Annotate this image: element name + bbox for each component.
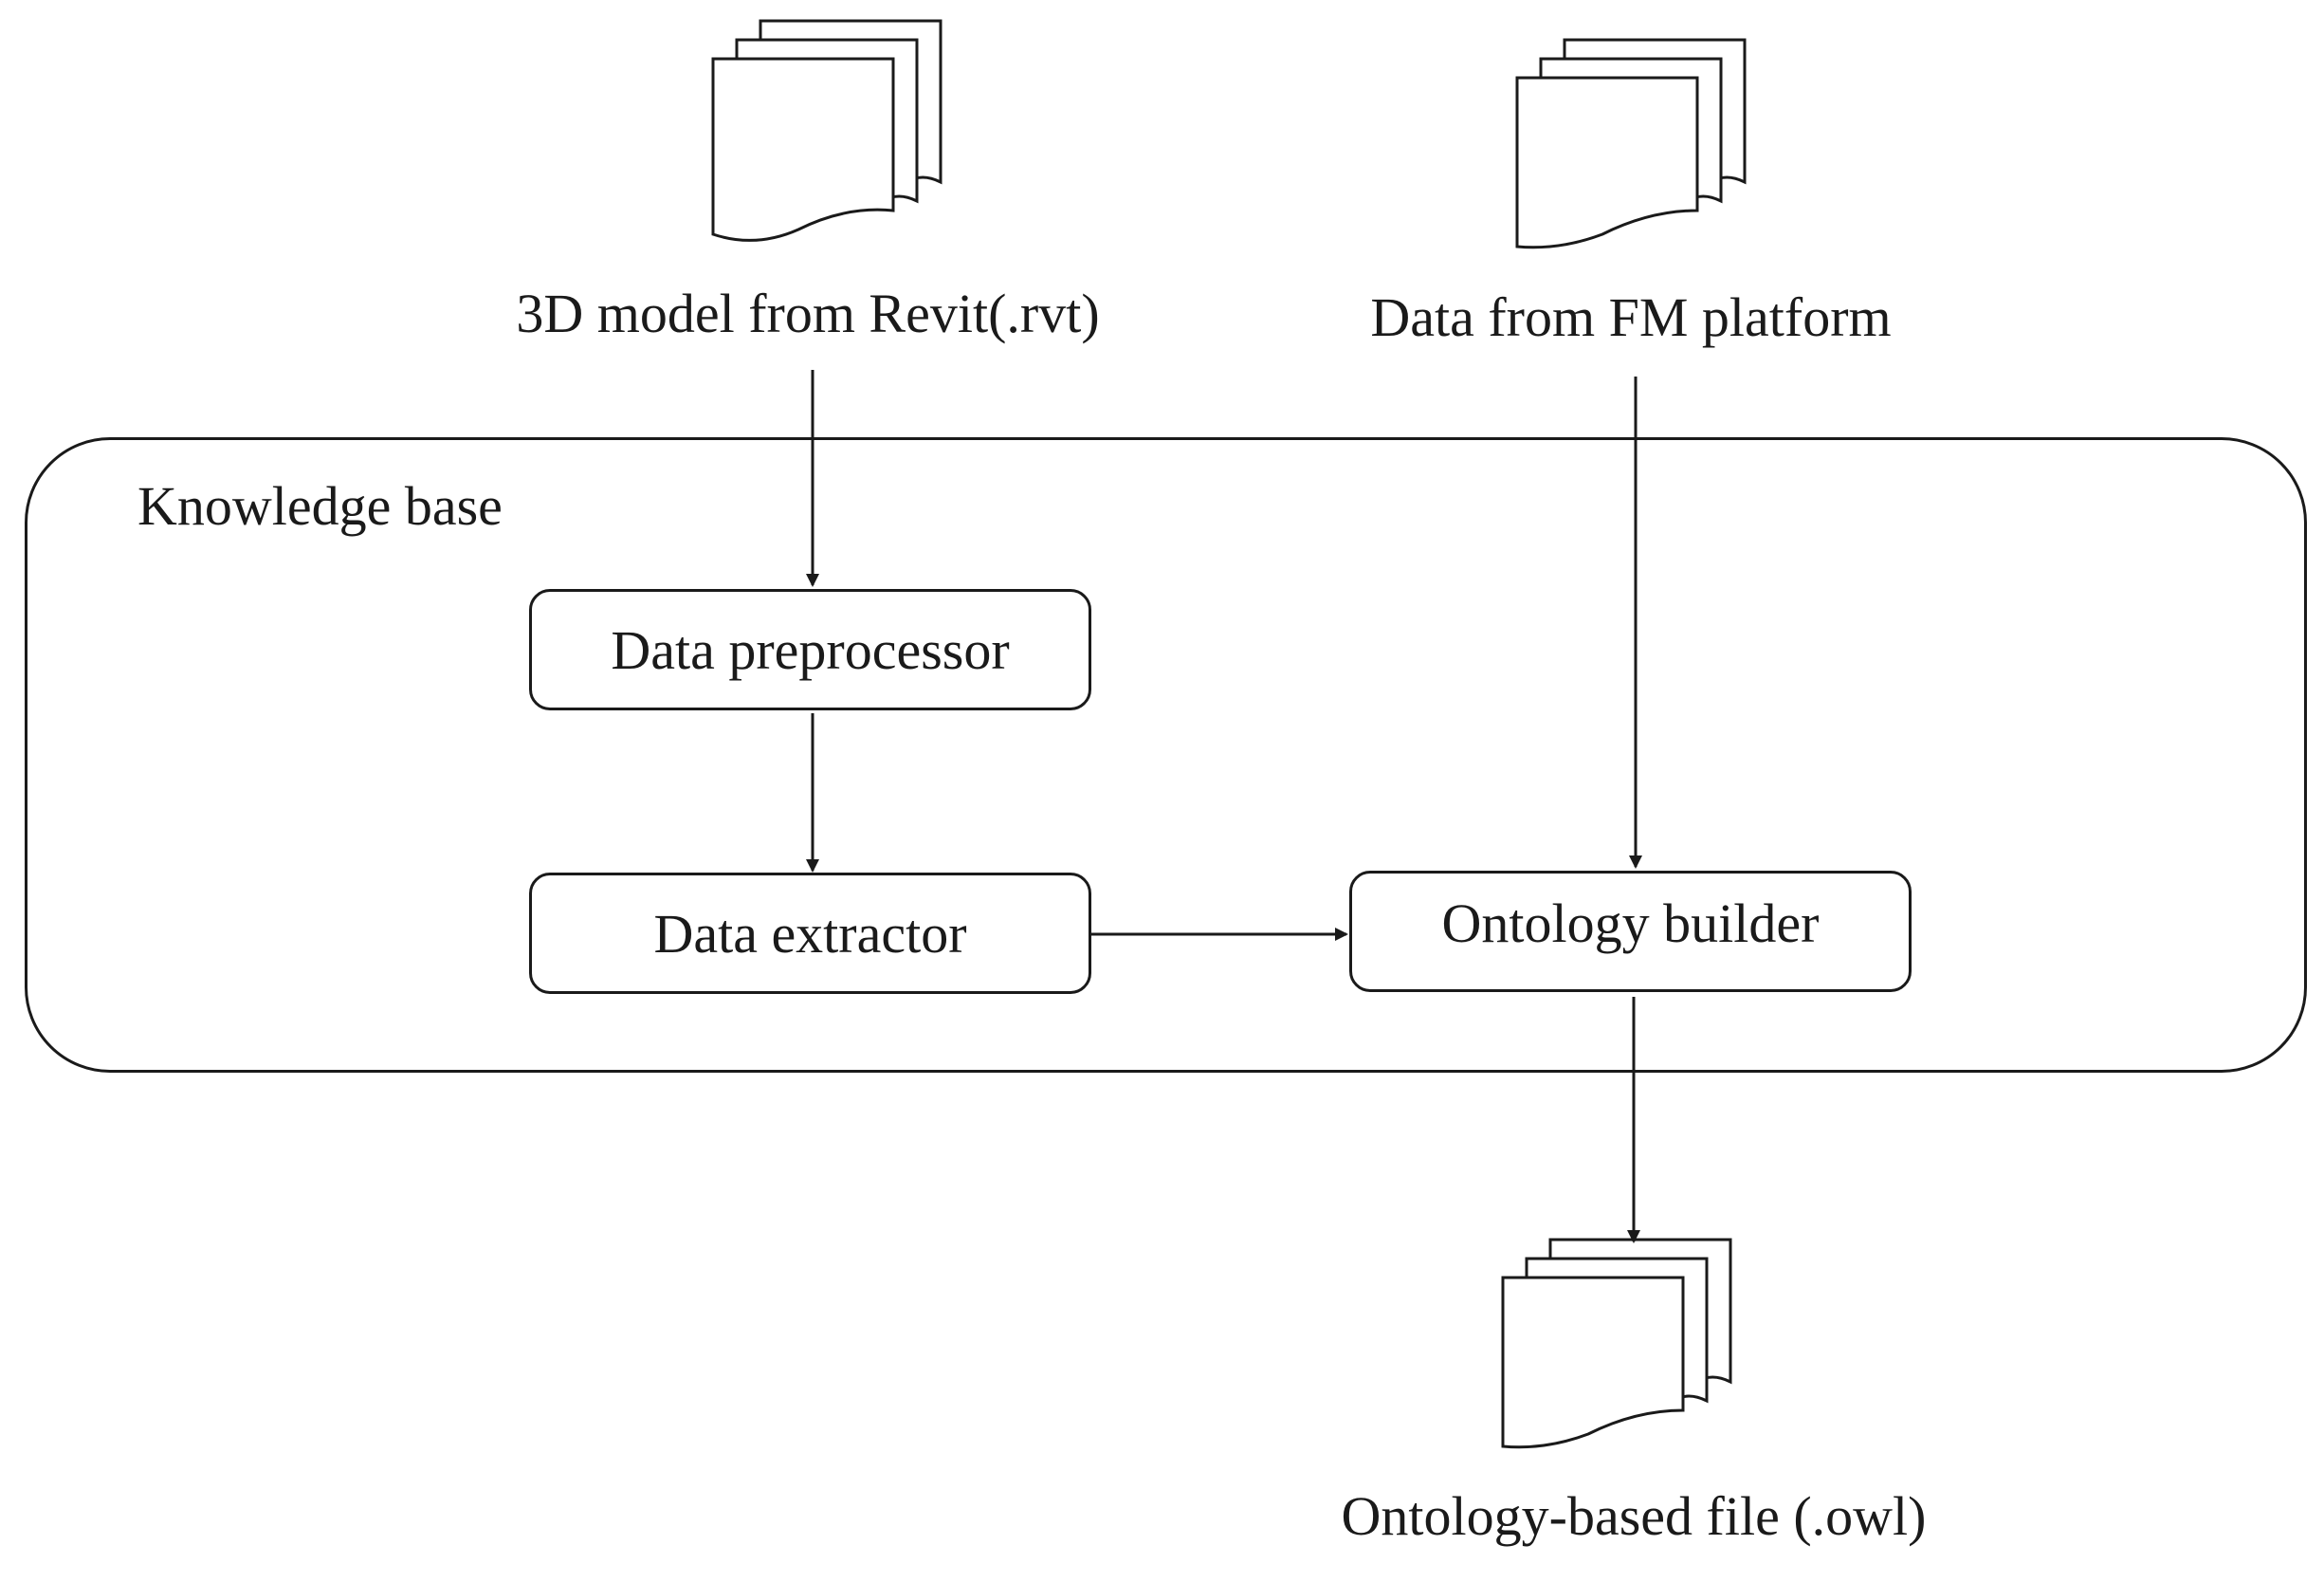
ontology-builder-box: Ontology builder [1349, 871, 1912, 992]
owl-document-icon [1501, 1238, 1732, 1449]
fm-source-label: Data from FM platform [1370, 286, 1892, 348]
fm-document-icon [1515, 38, 1747, 249]
revit-document-icon [711, 19, 942, 242]
data-extractor-box: Data extractor [529, 873, 1091, 994]
knowledge-base-label: Knowledge base [137, 475, 503, 537]
data-preprocessor-box: Data preprocessor [529, 589, 1091, 710]
owl-output-label: Ontology-based file (.owl) [1341, 1485, 1927, 1547]
revit-source-label: 3D model from Revit(.rvt) [516, 283, 1100, 344]
knowledge-base-container [25, 437, 2307, 1073]
